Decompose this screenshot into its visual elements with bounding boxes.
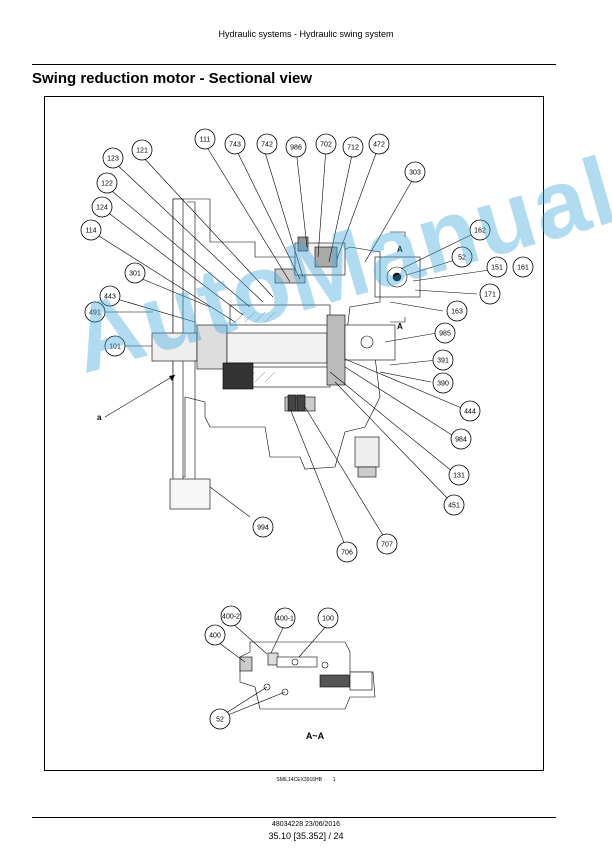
callout-171: 171 (479, 283, 501, 305)
callout-451: 451 (443, 494, 465, 516)
figure-code: SMIL14CEX3916HB 1 (0, 777, 612, 783)
callout-111: 111 (194, 128, 216, 150)
callout-443: 443 (99, 285, 121, 307)
detail-view-label: A~A (306, 731, 325, 741)
svg-text:52: 52 (216, 717, 224, 724)
callout-472: 472 (368, 133, 390, 155)
point-label-a: a (97, 413, 102, 422)
detail-view-drawing (239, 641, 376, 710)
callout-400: 400 (204, 624, 226, 646)
svg-text:114: 114 (85, 228, 96, 235)
callout-984: 984 (450, 428, 472, 450)
callout-121: 121 (131, 139, 153, 161)
figure-frame: A A a (44, 96, 544, 771)
svg-text:994: 994 (257, 525, 269, 532)
callout-114: 114 (80, 219, 102, 241)
svg-text:400-1: 400-1 (276, 616, 294, 623)
callout-743: 743 (224, 133, 246, 155)
callout-163: 163 (446, 300, 468, 322)
callout-742: 742 (256, 133, 278, 155)
svg-text:984: 984 (455, 437, 467, 444)
svg-text:444: 444 (464, 409, 476, 416)
callout-391: 391 (432, 349, 454, 371)
section-title: Swing reduction motor - Sectional view (32, 70, 313, 87)
footer-rule (32, 817, 556, 818)
svg-text:101: 101 (109, 344, 121, 351)
svg-text:443: 443 (104, 294, 116, 301)
callout-444: 444 (459, 400, 481, 422)
svg-text:151: 151 (491, 265, 503, 272)
svg-text:491: 491 (89, 310, 101, 317)
sectional-view-drawing: A A a (80, 128, 534, 741)
svg-text:100: 100 (322, 616, 334, 623)
callout-131: 131 (448, 464, 470, 486)
svg-text:124: 124 (96, 205, 108, 212)
callout-301: 301 (124, 262, 146, 284)
callout-702: 702 (315, 133, 337, 155)
header-rule (32, 64, 556, 65)
svg-text:707: 707 (381, 542, 393, 549)
footer-doc-ref: 48034228 23/06/2016 (271, 821, 341, 828)
svg-text:985: 985 (439, 331, 451, 338)
svg-text:712: 712 (347, 145, 359, 152)
svg-text:743: 743 (229, 142, 241, 149)
callout-400-2: 400-2 (220, 605, 242, 627)
figure-code-text: SMIL14CEX3916HB (276, 777, 323, 783)
callout-100: 100 (317, 607, 339, 629)
svg-text:161: 161 (517, 265, 529, 272)
svg-text:742: 742 (261, 142, 273, 149)
svg-text:986: 986 (290, 145, 302, 152)
figure-number: 1 (332, 777, 336, 783)
callout-124: 124 (91, 196, 113, 218)
svg-text:52: 52 (458, 255, 466, 262)
section-mark-top: A (397, 245, 403, 254)
svg-text:111: 111 (200, 137, 211, 144)
callout-101: 101 (104, 335, 126, 357)
svg-text:390: 390 (437, 381, 449, 388)
svg-text:131: 131 (453, 473, 465, 480)
svg-text:123: 123 (107, 156, 119, 163)
section-mark-bottom: A (397, 322, 403, 331)
page-header: Hydraulic systems - Hydraulic swing syst… (218, 29, 394, 39)
svg-text:451: 451 (448, 503, 460, 510)
callout-151: 151 (486, 256, 508, 278)
svg-text:472: 472 (373, 142, 385, 149)
callout-123: 123 (102, 147, 124, 169)
callout-707: 707 (376, 533, 398, 555)
footer-page-ref: 35.10 [35.352] / 24 (268, 831, 344, 841)
callout-985: 985 (434, 322, 456, 344)
svg-text:171: 171 (484, 292, 496, 299)
svg-text:702: 702 (320, 142, 332, 149)
svg-text:706: 706 (341, 550, 353, 557)
motor-body (151, 198, 421, 510)
callout-303: 303 (404, 161, 426, 183)
callout-161: 161 (512, 256, 534, 278)
svg-text:301: 301 (129, 271, 141, 278)
callout-986: 986 (285, 136, 307, 158)
svg-text:400: 400 (209, 633, 221, 640)
svg-text:391: 391 (437, 358, 449, 365)
callout-400-1: 400-1 (274, 607, 296, 629)
callout-52b: 52 (209, 708, 231, 730)
callout-52: 52 (451, 246, 473, 268)
callout-706: 706 (336, 541, 358, 563)
svg-text:162: 162 (474, 228, 486, 235)
svg-text:121: 121 (136, 148, 148, 155)
callout-162: 162 (469, 219, 491, 241)
callout-122: 122 (96, 172, 118, 194)
callout-994: 994 (252, 516, 274, 538)
svg-text:163: 163 (451, 309, 463, 316)
callout-390: 390 (432, 372, 454, 394)
callout-712: 712 (342, 136, 364, 158)
svg-text:122: 122 (101, 181, 113, 188)
svg-text:400-2: 400-2 (222, 614, 240, 621)
svg-text:303: 303 (409, 170, 421, 177)
callout-491: 491 (84, 301, 106, 323)
